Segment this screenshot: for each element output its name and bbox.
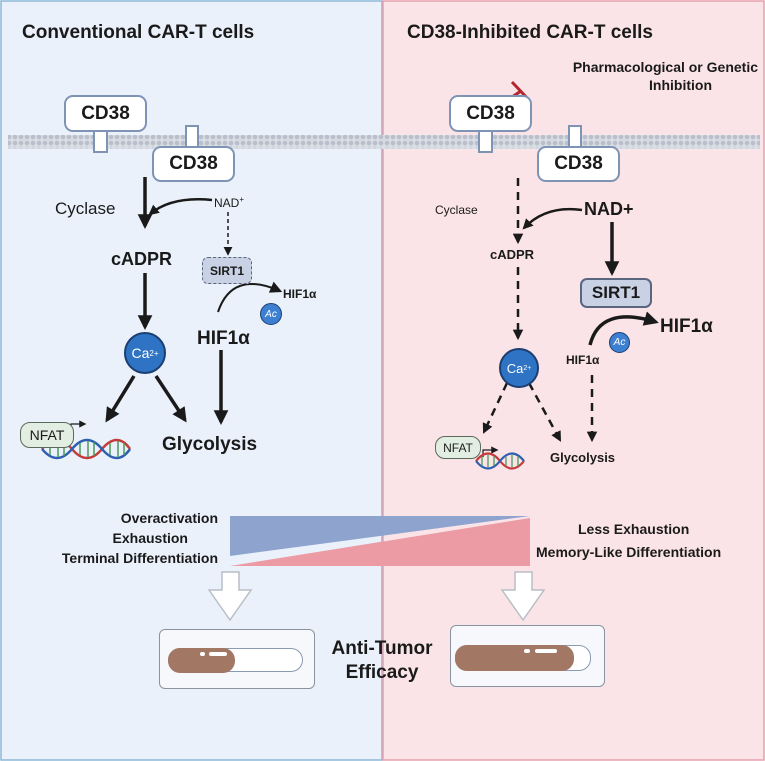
inhibition-label: Pharmacological or Genetic Inhibition: [528, 58, 758, 94]
wedge-high-blue: [230, 516, 530, 556]
outcome-text-left: Overactivation Exhaustion Terminal Diffe…: [30, 508, 218, 568]
arrow-nad-curve-left: [148, 198, 213, 216]
outcome-line-memory-like: Memory-Like Differentiation: [536, 544, 722, 560]
hif1a-small-label-right: HIF1α: [566, 353, 600, 367]
wedge-high-pink: [230, 518, 530, 566]
ca-sup-right: 2+: [523, 364, 532, 372]
ca-sup-left: 2+: [149, 348, 159, 358]
ca-text-left: Ca: [131, 345, 150, 361]
cadpr-label-left: cADPR: [111, 249, 173, 269]
outcome-line-less-exhaustion: Less Exhaustion: [578, 521, 690, 537]
hif1a-big-label-right: HIF1α: [660, 316, 713, 337]
down-arrow-left: [207, 571, 253, 622]
cyclase-label-right: Cyclase: [435, 203, 478, 217]
dna-right-icon: [475, 452, 525, 470]
tumor-tube-right-icon: [450, 625, 605, 687]
efficacy-line-1: Anti-Tumor: [331, 638, 433, 659]
nad-label-right: NAD+: [584, 199, 634, 219]
hif1a-big-label-left: HIF1α: [197, 328, 250, 349]
cd38-receptor-top-left: CD38: [64, 95, 147, 132]
tumor-tube-left-icon: [159, 629, 315, 689]
cd38-receptor-bottom-left: CD38: [152, 146, 235, 182]
tube-highlight-left-b: [209, 652, 227, 656]
right-panel-title: CD38-Inhibited CAR-T cells: [407, 22, 653, 43]
outcome-line-overactivation: Overactivation: [120, 510, 218, 526]
arrow-ca-to-glycolysis-right: [527, 382, 562, 442]
cd38-top-stem-right: [478, 129, 493, 153]
inhibition-line-1: Pharmacological or Genetic: [572, 59, 758, 75]
arrow-sirt1-to-hif1a-left: [217, 281, 283, 313]
outcome-text-right: Less Exhaustion Memory-Like Differentiat…: [536, 518, 760, 564]
outcome-line-exhaustion: Exhaustion: [112, 530, 188, 546]
nad-label-left: NAD+: [214, 195, 244, 210]
cd38-receptor-top-right: CD38: [449, 95, 532, 132]
tube-highlight-right-b: [535, 649, 557, 653]
anti-tumor-efficacy-label: Anti-Tumor Efficacy: [315, 637, 449, 685]
tube-highlight-left-a: [200, 652, 205, 656]
nfat-box-right: NFAT: [435, 436, 481, 459]
cell-membrane: [8, 135, 760, 149]
nad-text-left: NAD: [214, 196, 240, 210]
arrow-sirt1-to-hif1a-right: [588, 311, 659, 346]
arrow-nad-curve-right: [522, 207, 583, 230]
arrow-ca-to-glycolysis-left: [154, 375, 187, 423]
sirt1-box-right: SIRT1: [580, 278, 652, 308]
outcome-line-terminal: Terminal Differentiation: [61, 550, 218, 566]
nad-sup-left: +: [239, 195, 245, 204]
cyclase-label-left: Cyclase: [55, 199, 116, 218]
ca-text-right: Ca: [506, 360, 524, 376]
glycolysis-label-left: Glycolysis: [162, 434, 258, 455]
inhibition-line-2: Inhibition: [649, 77, 712, 93]
left-panel-title: Conventional CAR-T cells: [22, 22, 255, 43]
glycolysis-label-right: Glycolysis: [550, 450, 616, 465]
cd38-receptor-bottom-right: CD38: [537, 146, 620, 182]
cadpr-label-right: cADPR: [490, 247, 535, 262]
tube-highlight-right-a: [524, 649, 530, 653]
acetyl-icon-left: Ac: [260, 303, 282, 325]
cd38-top-stem-left: [93, 129, 108, 153]
sirt1-box-left: SIRT1: [202, 257, 252, 284]
acetyl-icon-right: Ac: [609, 332, 630, 353]
down-arrow-right: [500, 571, 546, 622]
efficacy-line-2: Efficacy: [345, 662, 419, 683]
hif1a-small-label-left: HIF1α: [283, 287, 317, 301]
arrow-ca-to-nfat-left: [105, 375, 136, 423]
arrow-ca-to-nfat-right: [482, 382, 509, 434]
nfat-box-left: NFAT: [20, 422, 74, 448]
